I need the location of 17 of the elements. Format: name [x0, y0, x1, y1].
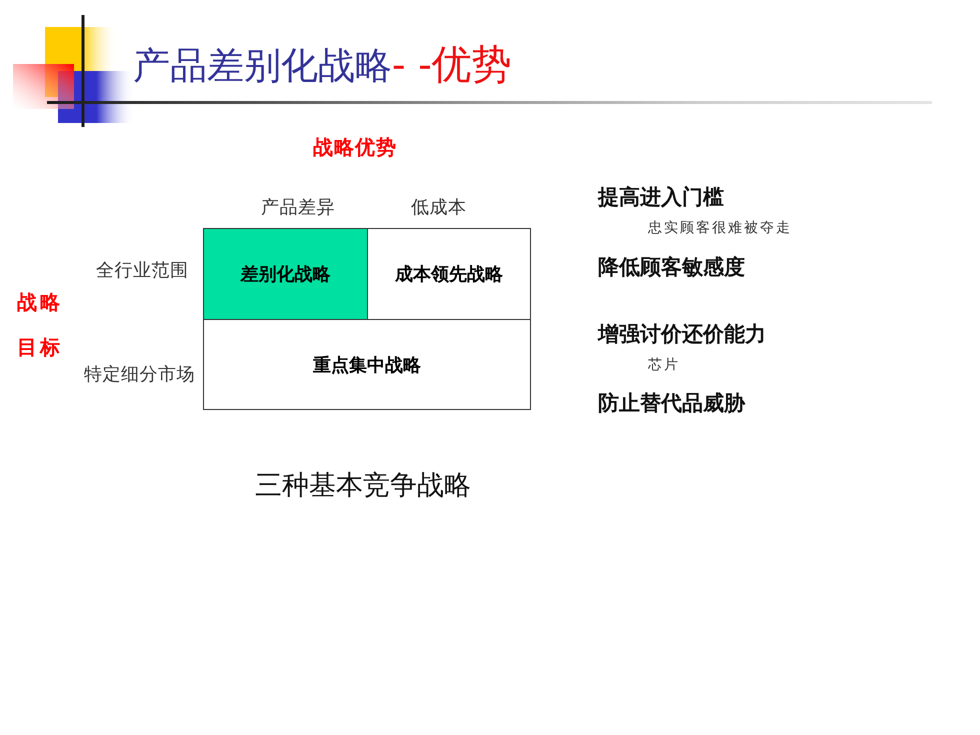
advantage-heading: 防止替代品威胁: [598, 390, 745, 416]
row-header: 特定细分市场: [84, 364, 195, 386]
advantage-heading: 提高进入门槛: [598, 184, 724, 210]
column-header: 产品差异: [261, 197, 335, 220]
column-header: 低成本: [411, 197, 466, 220]
example-text: 忠实顾客很难被夺走: [648, 220, 792, 238]
advantage-heading: 增强讨价还价能力: [598, 321, 766, 348]
axis-title: 战略优势: [313, 135, 397, 160]
strategy-cell: 成本领先战略: [367, 228, 531, 320]
row-header: 全行业范围: [96, 260, 188, 282]
slide-title: 产品差别化战略- -优势: [133, 41, 512, 90]
strategy-cell: 重点集中战略: [203, 319, 531, 410]
figure-caption: 三种基本竞争战略: [255, 469, 471, 503]
strategy-cell: 差别化战略: [203, 228, 368, 320]
advantage-heading: 降低顾客敏感度: [598, 254, 745, 280]
example-text: 芯片: [648, 357, 680, 374]
axis-title: 战略目标: [17, 289, 64, 361]
